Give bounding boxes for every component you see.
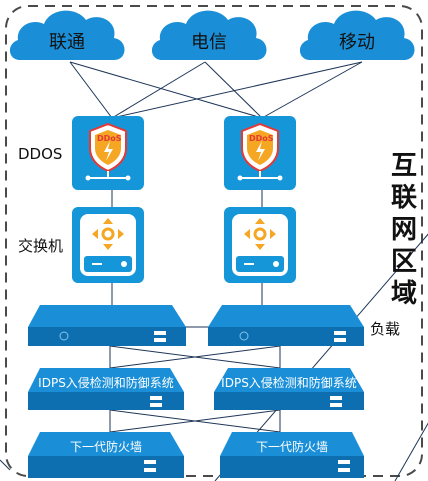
idps-label-right: IDPS入侵检测和防御系统 bbox=[221, 376, 357, 390]
switch-device-right bbox=[224, 207, 296, 283]
zone-title-char-4: 区 bbox=[390, 247, 417, 277]
ddos-label: DDOS bbox=[18, 145, 63, 163]
load-balancer-left bbox=[28, 305, 186, 346]
zone-title-char-3: 网 bbox=[390, 215, 417, 245]
switch-label: 交换机 bbox=[18, 237, 64, 255]
firewall-device-right bbox=[220, 432, 364, 478]
zone-title-char-1: 互 bbox=[390, 151, 417, 181]
cloud-telecom bbox=[151, 10, 267, 61]
cloud-label-mobile: 移动 bbox=[339, 32, 375, 53]
idps-label-left: IDPS入侵检测和防御系统 bbox=[38, 376, 174, 390]
idps-device-left bbox=[28, 368, 184, 410]
firewall-device-left bbox=[28, 432, 184, 478]
cloud-label-unicom: 联通 bbox=[49, 32, 85, 53]
load-balancer-right bbox=[208, 305, 364, 346]
zone-title-char-2: 联 bbox=[390, 183, 417, 213]
idps-device-right bbox=[214, 368, 364, 410]
ddos-badge-right: DDoS bbox=[249, 134, 274, 143]
cloud-unicom bbox=[9, 10, 125, 61]
ddos-badge-left: DDoS bbox=[97, 134, 122, 143]
cloud-label-telecom: 电信 bbox=[191, 32, 227, 53]
load-label: 负载 bbox=[370, 320, 401, 338]
ddos-device-left bbox=[72, 116, 144, 190]
switch-device-left bbox=[72, 207, 144, 283]
ddos-device-right bbox=[224, 116, 296, 190]
firewall-label-left: 下一代防火墙 bbox=[69, 440, 142, 454]
firewall-label-right: 下一代防火墙 bbox=[255, 440, 328, 454]
connection-lines bbox=[0, 61, 428, 481]
cloud-mobile bbox=[299, 10, 415, 61]
zone-title-char-5: 域 bbox=[390, 279, 417, 309]
